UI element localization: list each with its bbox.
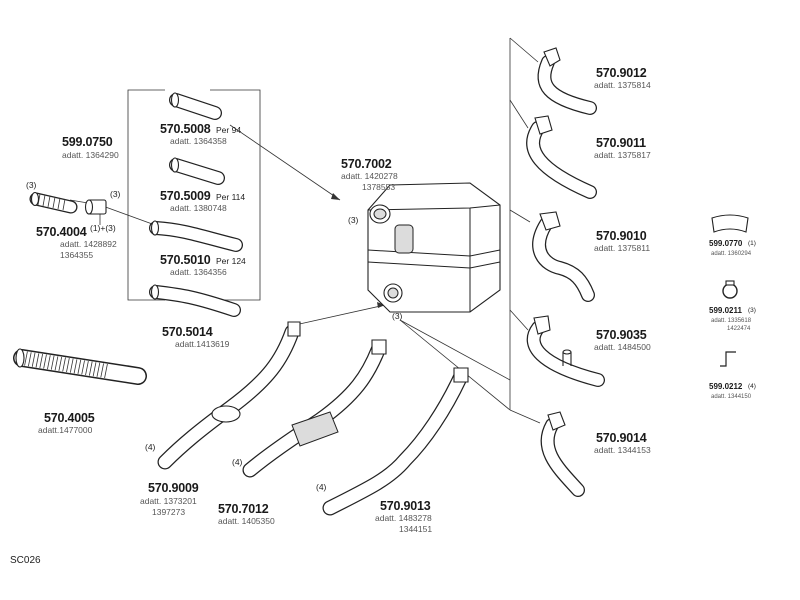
callout-7002-outlet: (3): [392, 311, 403, 321]
adatt-570-5008: adatt. 1364358: [170, 136, 227, 146]
part-number-570-5014: 570.5014: [162, 325, 213, 339]
part-number-599-0212: 599.0212: [709, 382, 743, 391]
adatt-599-0212: adatt. 1344150: [711, 394, 752, 400]
tailpipe-570-5009: [169, 157, 225, 185]
part-number-570-5010: 570.5010: [160, 253, 211, 267]
clamp-599-0770: [711, 214, 749, 233]
callout-9013: (4): [316, 482, 327, 492]
part-number-570-9010: 570.9010: [596, 229, 647, 243]
note-599-0770: (1): [748, 240, 756, 247]
adatt-570-5010: adatt. 1364356: [170, 267, 227, 277]
flex-pipe-570-4004: [29, 191, 78, 214]
tailpipe-570-5014: [149, 284, 241, 317]
front-pipe-570-9013: [322, 367, 469, 516]
flex-pipe-570-4005: [13, 348, 147, 385]
part-number-599-0770: 599.0770: [709, 239, 743, 248]
front-pipe-570-9009: [157, 321, 301, 470]
adatt-570-4005: adatt.1477000: [38, 425, 93, 435]
callout-7002-inlet: (3): [348, 215, 359, 225]
adatt-599-0211-a: adatt. 1335618: [711, 318, 752, 324]
part-number-570-9012: 570.9012: [596, 66, 647, 80]
part-number-570-9035: 570.9035: [596, 328, 647, 342]
bent-pipe-570-9010: [532, 211, 595, 302]
silencer-570-7002: [367, 182, 501, 313]
note-570-5009: Per 114: [216, 192, 246, 202]
bracket-599-0212: [720, 351, 736, 367]
part-number-599-0750: 599.0750: [62, 135, 113, 149]
adatt-570-9014: adatt. 1344153: [594, 445, 651, 455]
adatt-570-9035: adatt. 1484500: [594, 342, 651, 352]
adatt-570-9011: adatt. 1375817: [594, 150, 651, 160]
bent-pipe-570-9014: [540, 411, 585, 497]
front-pipe-570-7012: [242, 339, 387, 478]
part-number-570-9014: 570.9014: [596, 431, 647, 445]
adatt-570-9009-a: adatt. 1373201: [140, 496, 197, 506]
part-number-570-9009: 570.9009: [148, 481, 199, 495]
part-number-570-9011: 570.9011: [596, 136, 646, 150]
note-570-5010: Per 124: [216, 256, 246, 266]
part-number-570-5009: 570.5009: [160, 189, 211, 203]
part-number-599-0211: 599.0211: [709, 306, 742, 315]
adatt-570-4004-a: adatt. 1428892: [60, 239, 117, 249]
part-number-570-4005: 570.4005: [44, 411, 95, 425]
note-599-0212: (4): [748, 383, 756, 390]
callout-0750: (3): [110, 189, 121, 199]
adatt-599-0211-b: 1422474: [727, 326, 751, 332]
callout-0750-b: (1)+(3): [90, 223, 116, 233]
diagram-reference: SC026: [10, 555, 41, 566]
part-number-570-7002: 570.7002: [341, 157, 392, 171]
adatt-570-9009-b: 1397273: [152, 507, 186, 517]
part-number-570-9013: 570.9013: [380, 499, 431, 513]
adatt-570-7012: adatt. 1405350: [218, 516, 275, 526]
note-599-0211: (3): [748, 307, 756, 314]
part-number-570-4004: 570.4004: [36, 225, 87, 239]
adatt-599-0770: adatt. 1360294: [711, 251, 752, 257]
bent-pipe-570-9035: [526, 315, 605, 387]
adatt-570-9013-b: 1344151: [399, 524, 433, 534]
adatt-570-9010: adatt. 1375811: [594, 243, 651, 253]
callout-9009: (4): [145, 442, 156, 452]
bent-pipe-570-9012: [537, 47, 597, 115]
tailpipe-570-5008: [169, 92, 222, 120]
clamp-599-0211: [722, 280, 738, 299]
callout-4004: (3): [26, 180, 37, 190]
part-number-570-7012: 570.7012: [218, 502, 269, 516]
adatt-599-0750: adatt. 1364290: [62, 150, 119, 160]
adatt-570-5009: adatt. 1380748: [170, 203, 227, 213]
adatt-570-9013-a: adatt. 1483278: [375, 513, 432, 523]
adatt-570-4004-b: 1364355: [60, 250, 94, 260]
adatt-570-7002-a: adatt. 1420278: [341, 171, 398, 181]
bracket-lines: [69, 37, 541, 424]
sleeve-599-0750: [84, 199, 107, 215]
tailpipe-570-5010: [149, 220, 243, 252]
callout-7012: (4): [232, 457, 243, 467]
adatt-570-7002-b: 1378553: [362, 182, 396, 192]
note-570-5008: Per 94: [216, 125, 242, 135]
adatt-570-9012: adatt. 1375814: [594, 80, 651, 90]
adatt-570-5014: adatt.1413619: [175, 339, 230, 349]
bent-pipe-570-9011: [526, 115, 597, 199]
part-number-570-5008: 570.5008: [160, 122, 211, 136]
